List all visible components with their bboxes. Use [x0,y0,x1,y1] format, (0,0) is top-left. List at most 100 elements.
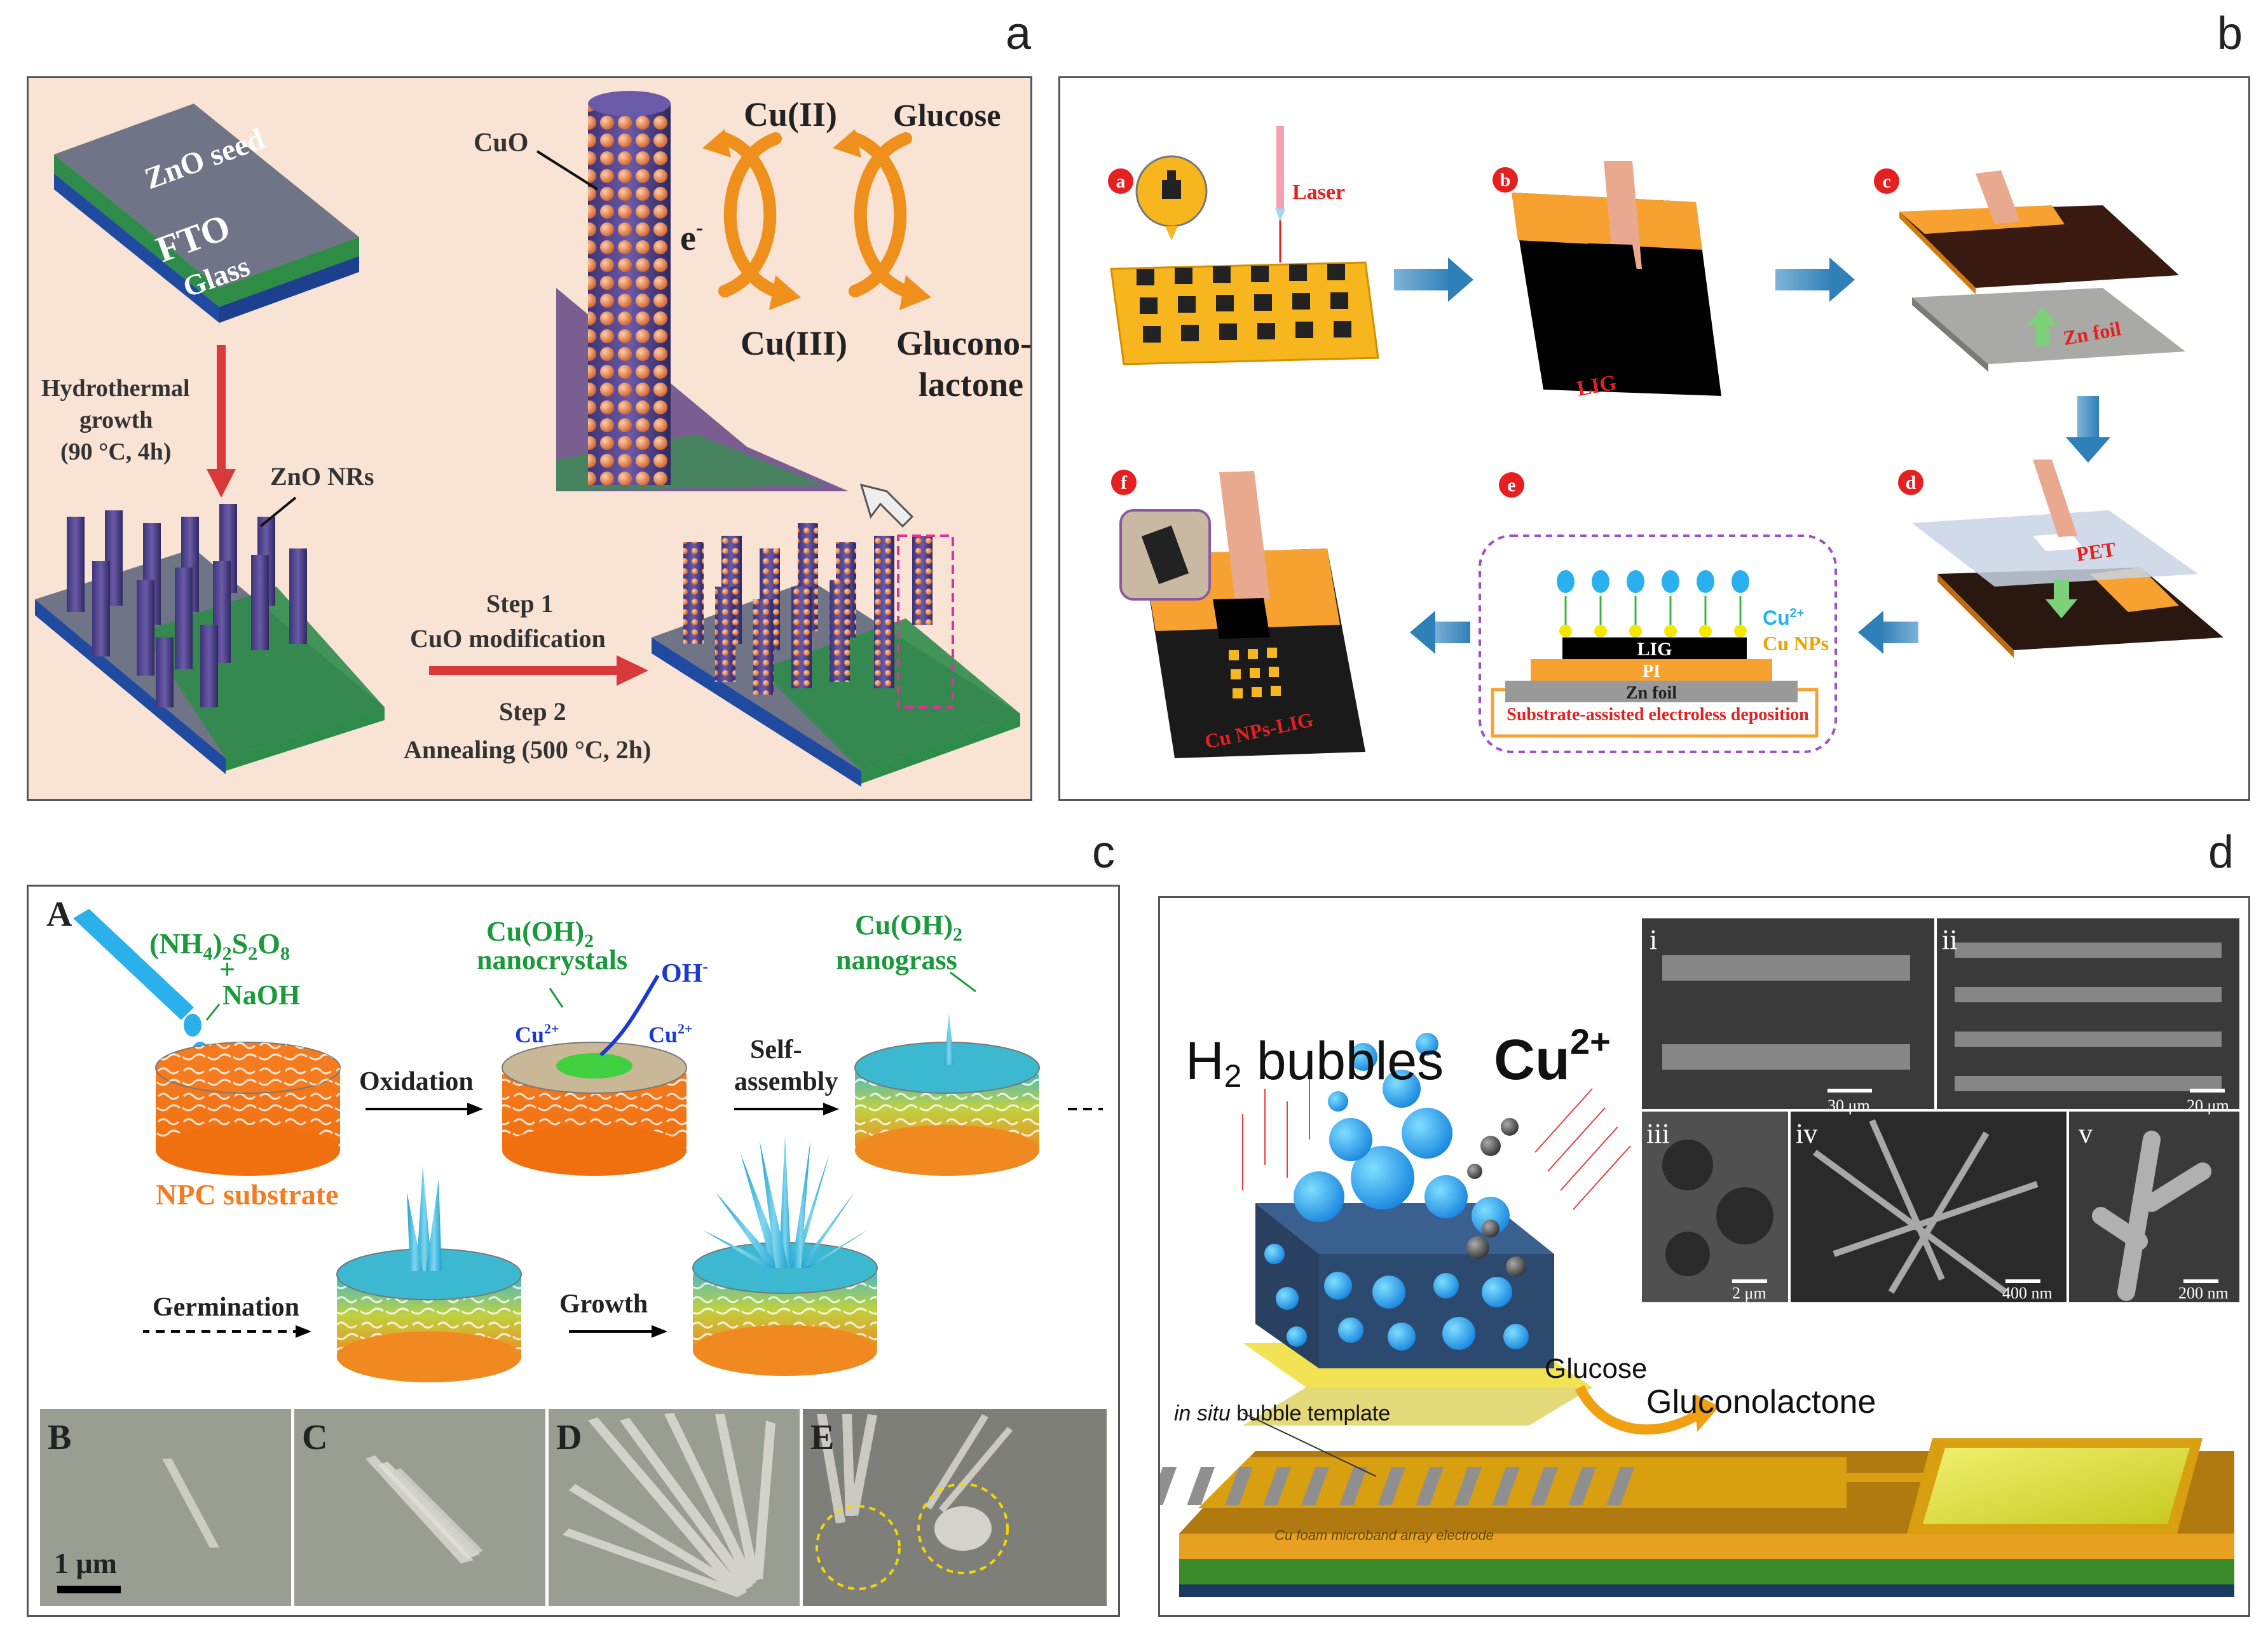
cuo-pointer [536,150,599,191]
svg-text:30 μm: 30 μm [1827,1096,1870,1115]
svg-text:20 μm: 20 μm [2187,1096,2229,1115]
arrow-c-d [2066,396,2110,463]
cu2-left-label: Cu2+ [515,1021,559,1047]
deposition-schematic [1479,535,1837,753]
plus-sign: + [219,954,235,985]
lig-layer-label: LIG [1637,639,1672,660]
step2-label: Step 2 [499,697,566,726]
svg-text:c: c [1882,171,1890,192]
glucose-conversion-arrowhead [1694,1394,1719,1432]
electron-label: e- [680,216,703,258]
svg-text:e: e [1507,475,1515,496]
sem-image-i [1642,918,1934,1109]
nanocrystals-label-1: Cu(OH)2 [486,916,594,951]
pet-mask-stack [1912,460,2224,658]
panel-letter-a: a [1006,8,1032,59]
zoom-box [897,535,954,709]
lig-zn-stack [1899,170,2185,372]
arrow-e-f [1410,611,1470,654]
zn-layer-label: Zn foil [1626,683,1677,703]
naoh-pointer [205,1004,221,1021]
sem-image-iii [1642,1112,1788,1302]
sem-image-ii [1937,918,2239,1109]
step-arrow [429,655,648,686]
fto-glass-substrate [54,104,359,323]
cuo-nanorods [683,523,932,695]
svg-text:ii: ii [1942,924,1957,955]
zno-nrs-pointer [259,496,297,528]
oxidation-arrow [365,1103,483,1115]
svg-text:iii: iii [1646,1118,1670,1149]
bubble-template-label: in situ bubble template [1174,1401,1390,1426]
hydrothermal-label-1: Hydrothermal [41,375,190,402]
nanocrystal-disc [502,1042,687,1176]
hydrothermal-label-3: (90 °C, 4h) [60,439,172,465]
panel-a: ZnO seed FTO Glass Hydrothermal growth (… [27,76,1032,801]
catalytic-cycle-arrows [718,132,912,297]
reagent-formula: (NH4)2S2O8 [149,927,290,964]
nanograss-disc [854,1014,1040,1176]
npc-substrate-label: NPC substrate [156,1178,338,1211]
nanograss-label-2: nanograss [836,944,957,976]
growth-arrow [569,1325,667,1338]
zoom-arrow [859,483,914,528]
sem-image-C [294,1409,545,1606]
self-assembly-label-2: assembly [734,1067,838,1096]
cu2-label: Cu(II) [744,95,837,133]
zoomed-cuo-rod [588,91,671,485]
svg-text:200 nm: 200 nm [2178,1284,2229,1302]
svg-text:b: b [1500,170,1511,191]
cuo-label: CuO [474,128,528,158]
pet-label: PET [2075,538,2117,566]
svg-text:a: a [1116,171,1126,192]
growth-label: Growth [559,1290,648,1319]
catalytic-cycle-arrowheads [702,129,931,310]
svg-text:iv: iv [1796,1118,1817,1149]
svg-text:i: i [1650,924,1657,955]
naoh-label: NaOH [222,979,300,1011]
cu-ion-arrows [1534,1088,1631,1210]
laser-label: Laser [1292,180,1345,204]
cu2-label: Cu2+ [1494,1021,1611,1092]
h2-bubbles-label: H2 bubbles [1185,1031,1444,1094]
deposition-label: Substrate-assisted electroless depositio… [1506,705,1809,725]
growth-disc [692,1134,878,1376]
gluconolactone-label-2: lactone [919,365,1023,404]
sem-B-label: B [48,1418,71,1457]
sem-D-label: D [556,1418,582,1457]
npc-substrate-disc [155,1042,341,1176]
oh-arrow [599,974,660,1057]
step1-label: Step 1 [486,589,554,618]
nanocrystals-label-2: nanocrystals [477,944,627,976]
lig-electrode [1512,161,1721,396]
sem-E-label: E [810,1418,834,1457]
svg-text:v: v [2079,1118,2093,1149]
electrode-label: Cu foam microband array electrode [1274,1527,1494,1543]
step2-desc: Annealing (500 °C, 2h) [404,735,651,764]
zno-nanorods [67,504,307,707]
panel-a-diagram: ZnO seed FTO Glass Hydrothermal growth (… [35,91,1030,787]
arrow-a-b [1394,257,1473,302]
panel-d: Cu foam microband array electrode H2 bub… [1158,896,2250,1617]
germination-label: Germination [153,1293,299,1322]
arrow-b-c [1775,257,1855,302]
germination-disc [336,1166,522,1382]
germination-arrow [156,1325,311,1338]
pi-sheet-laser-patterning [1110,126,1379,365]
panel-letter-d: d [2208,827,2234,878]
sem-image-iv [1791,1112,2066,1302]
sem-image-B [40,1409,291,1606]
self-assembly-arrow [734,1103,839,1115]
glucose-label: Glucose [893,97,1001,133]
sem-image-v [2069,1112,2239,1302]
sem-image-D [549,1409,800,1606]
nanocrystals-pointer [549,988,564,1008]
glucose-label: Glucose [1545,1353,1647,1384]
sem-sublabels: i ii iii iv v [1646,924,2093,1149]
nanograss-pointer [950,971,976,993]
hydrothermal-label-2: growth [79,407,153,433]
panel-c-diagram: A (NH4)2S2O8 + NaOH NPC substrate Oxidat… [40,895,1107,1606]
hydrothermal-arrow [207,345,236,498]
cu-nps-lig-electrode [1119,471,1365,758]
sem-C-label: C [302,1418,327,1457]
